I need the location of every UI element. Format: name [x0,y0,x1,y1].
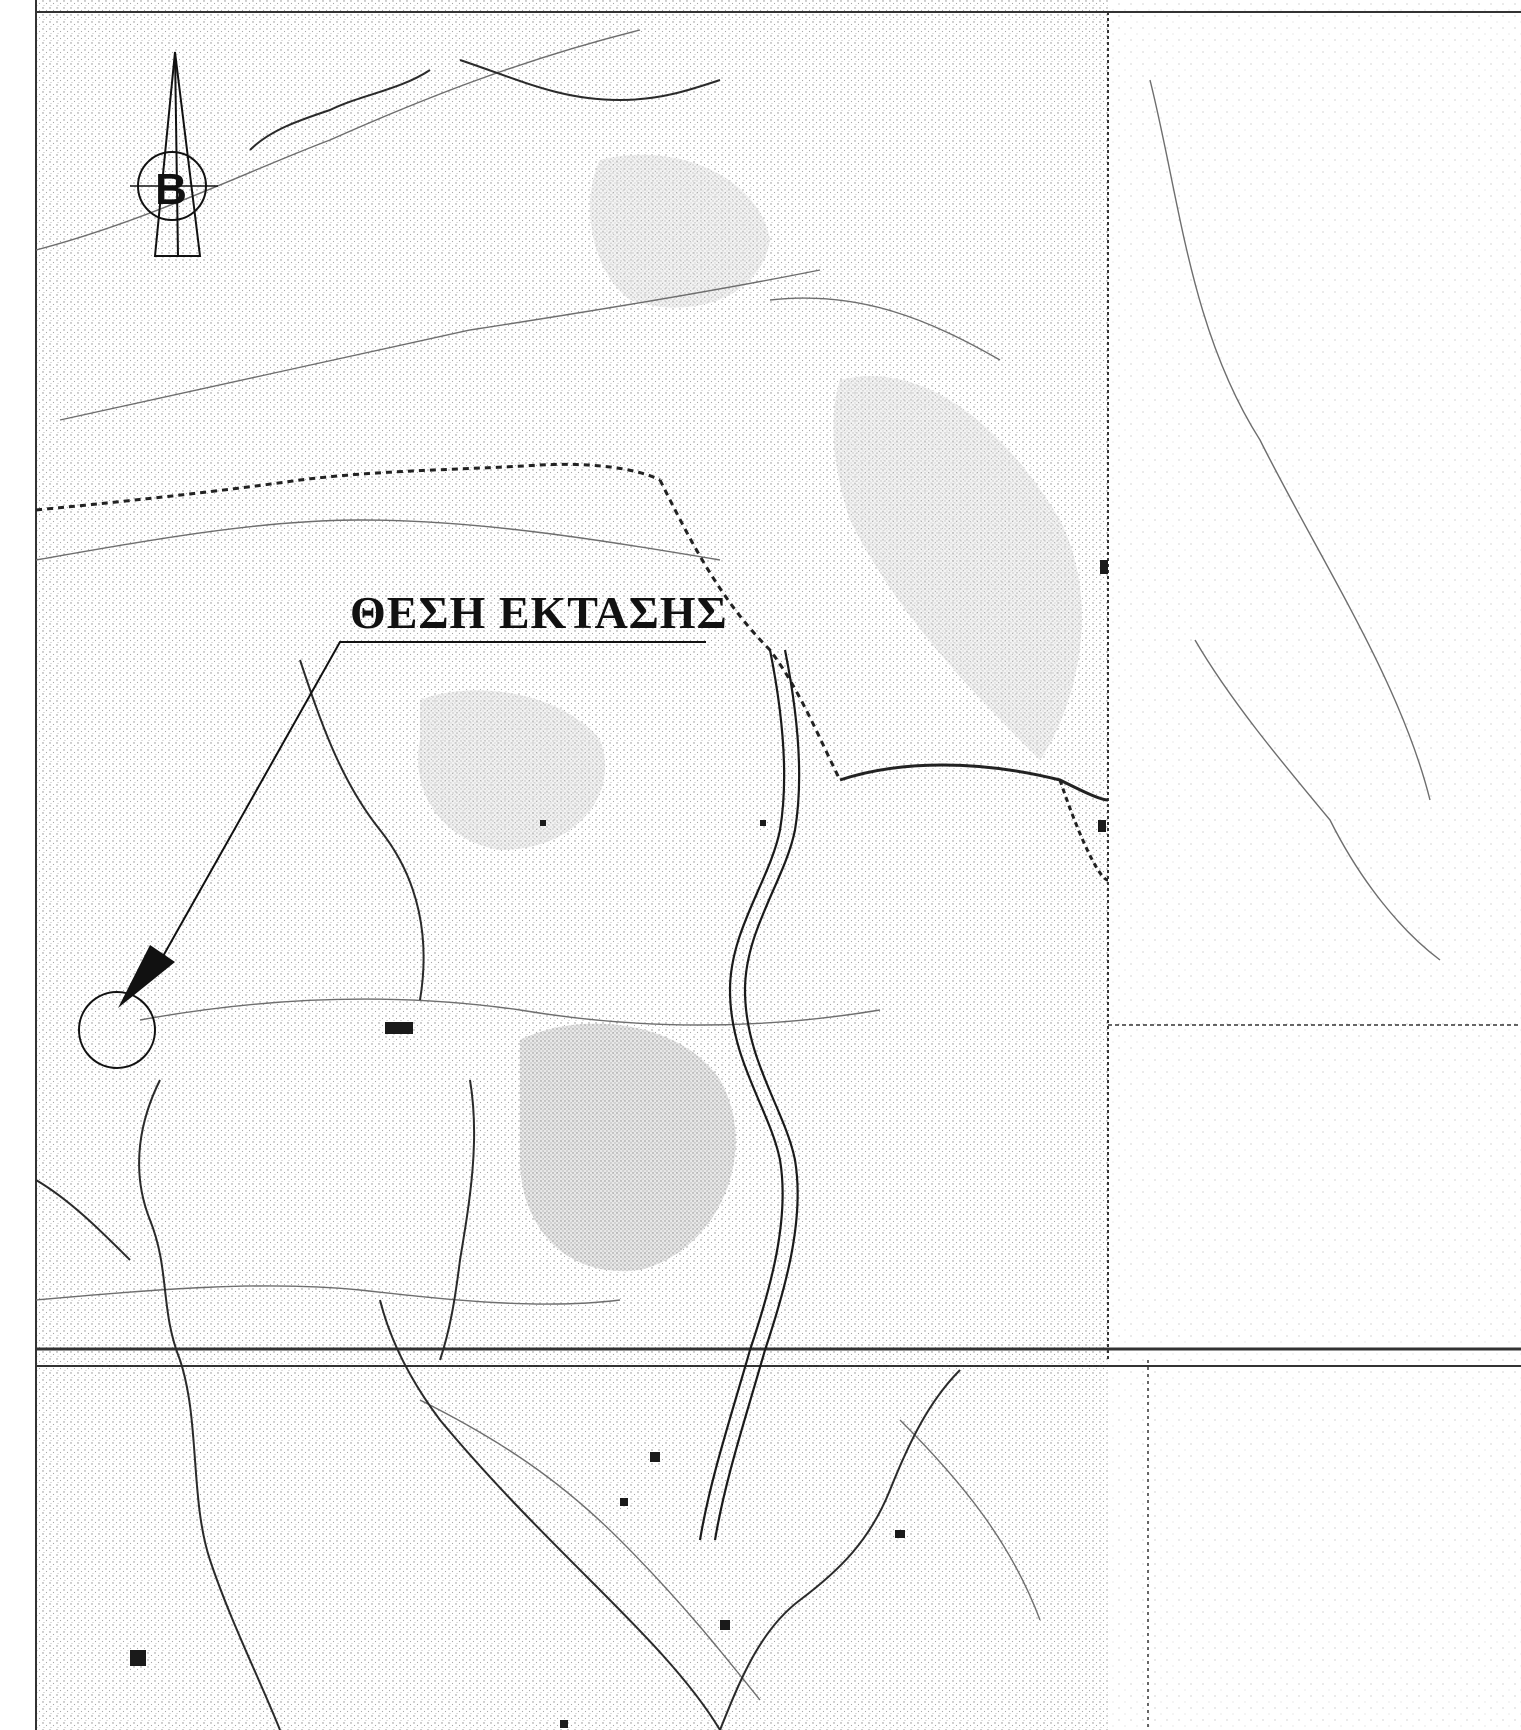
site-pointer [118,641,706,1008]
sheet-borders [35,0,1521,1730]
dense-patch [590,154,770,308]
dense-patch [418,690,606,850]
main-road [698,649,801,1541]
settlement-marks [130,560,1108,1728]
dense-patch [520,1023,736,1272]
site-label: ΘΕΣΗ ΕΚΤΑΣΗΣ [350,587,728,638]
sparse-area [1108,0,1521,1730]
north-arrow-icon [130,51,218,257]
dense-patch [833,376,1082,760]
streams [35,59,961,1730]
site-marker-circle [78,991,156,1069]
north-letter: Β [155,165,187,214]
contour-lines [35,29,1441,1701]
roads [35,462,1109,882]
